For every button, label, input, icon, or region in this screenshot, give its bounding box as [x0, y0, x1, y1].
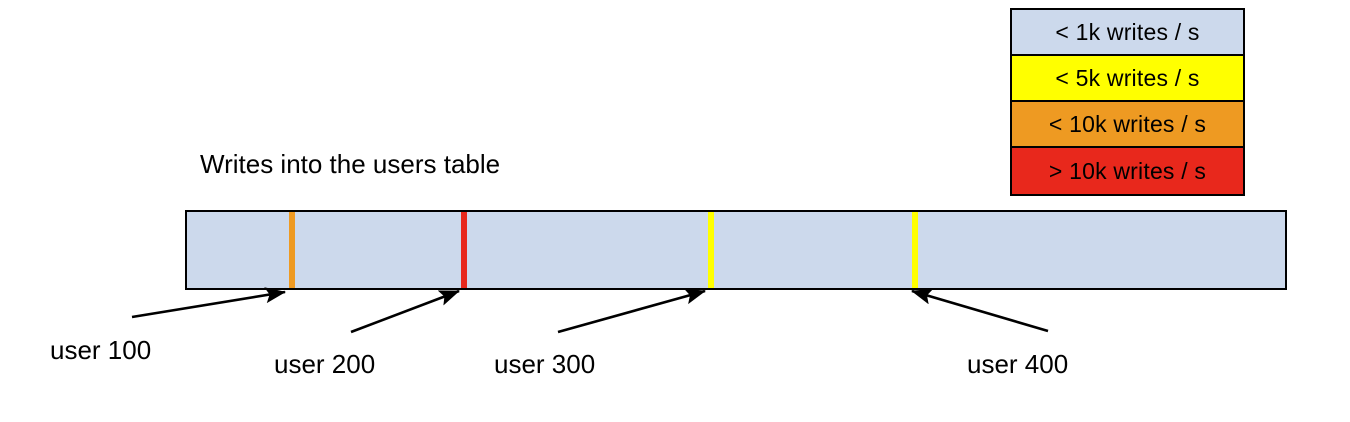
- callout-label-user-100: user 100: [50, 335, 152, 365]
- arrow-user-400: [911, 288, 1049, 333]
- chart-title: Writes into the users table: [200, 149, 501, 179]
- legend-label-under-10k: < 10k writes / s: [1048, 110, 1207, 137]
- bar-marker-user-100: [289, 212, 295, 288]
- legend-row-over-10k: > 10k writes / s: [1012, 148, 1243, 194]
- users-table-keyspace-bar: [185, 210, 1287, 290]
- arrow-user-100: [131, 287, 287, 319]
- legend-row-under-10k: < 10k writes / s: [1012, 102, 1243, 148]
- callout-label-user-400: user 400: [967, 349, 1069, 379]
- bar-marker-user-400: [912, 212, 918, 288]
- legend-label-over-10k: > 10k writes / s: [1048, 157, 1207, 184]
- legend-label-under-1k: < 1k writes / s: [1055, 18, 1200, 45]
- arrow-user-300: [557, 288, 707, 334]
- bar-marker-user-300: [708, 212, 714, 288]
- legend-label-under-5k: < 5k writes / s: [1055, 64, 1200, 91]
- callout-label-user-200: user 200: [274, 349, 376, 379]
- legend-row-under-5k: < 5k writes / s: [1012, 56, 1243, 102]
- callout-label-user-300: user 300: [494, 349, 596, 379]
- writes-legend: < 1k writes / s < 5k writes / s < 10k wr…: [1010, 8, 1245, 196]
- arrow-user-200: [350, 289, 460, 334]
- bar-marker-user-200: [461, 212, 467, 288]
- legend-row-under-1k: < 1k writes / s: [1012, 10, 1243, 56]
